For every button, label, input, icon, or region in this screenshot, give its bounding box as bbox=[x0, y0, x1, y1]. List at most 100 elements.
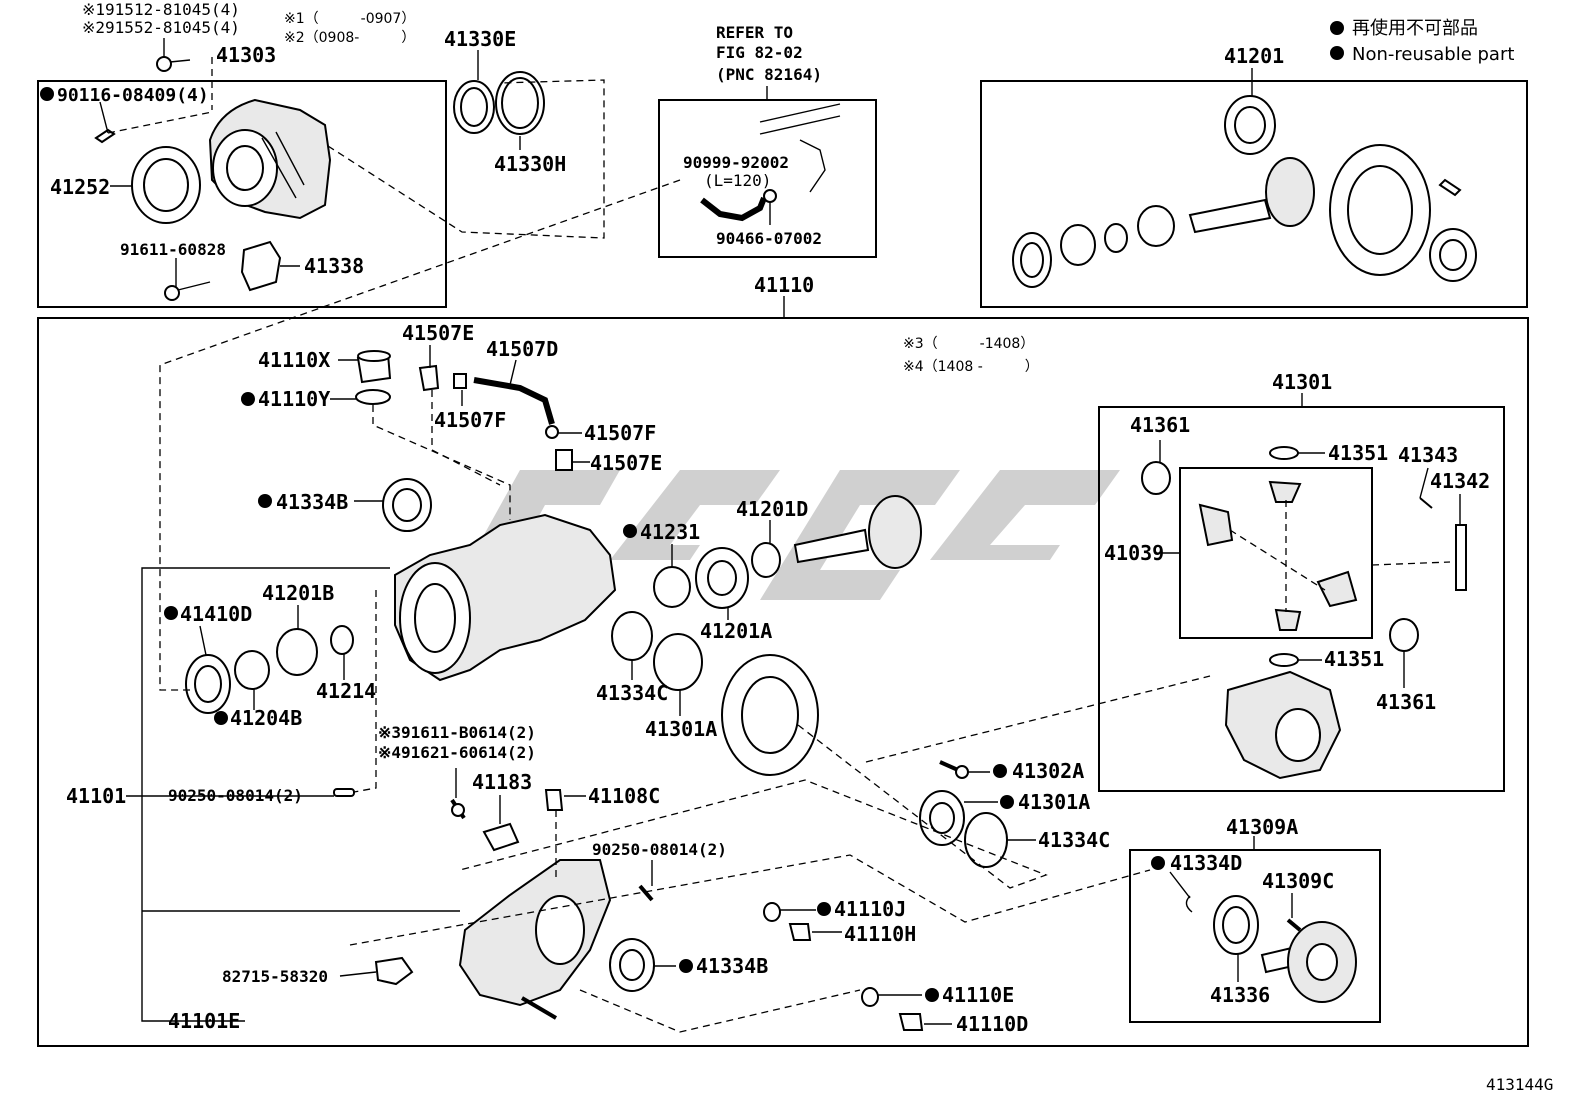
label-41231[interactable]: 41231 bbox=[640, 520, 700, 544]
label-41507F-a[interactable]: 41507F bbox=[434, 408, 506, 432]
legend-en: Non-reusable part bbox=[1352, 44, 1514, 65]
label-41309C[interactable]: 41309C bbox=[1262, 869, 1334, 893]
part-41410D-seal bbox=[185, 654, 231, 714]
label-41302A[interactable]: 41302A bbox=[1012, 759, 1084, 783]
part-41201D-spacer bbox=[751, 542, 781, 578]
label-41301A-b[interactable]: 41301A bbox=[1018, 790, 1090, 814]
label-41336[interactable]: 41336 bbox=[1210, 983, 1270, 1007]
part-41301A-bearing-b bbox=[919, 790, 965, 846]
part-41204B-nut bbox=[234, 650, 270, 690]
label-41507F-b[interactable]: 41507F bbox=[584, 421, 656, 445]
label-41334C-b[interactable]: 41334C bbox=[1038, 828, 1110, 852]
nonreusable-dots bbox=[40, 87, 1165, 1002]
label-41110[interactable]: 41110 bbox=[754, 273, 814, 297]
label-41108C[interactable]: 41108C bbox=[588, 784, 660, 808]
label-41334D[interactable]: 41334D bbox=[1170, 851, 1242, 875]
note-n1: ※1（ -0907） bbox=[284, 11, 415, 27]
refer-line2: FIG 82-02 bbox=[716, 43, 803, 62]
label-41201[interactable]: 41201 bbox=[1224, 44, 1284, 68]
part-41338-bracket bbox=[240, 240, 282, 292]
part-41201B-bearing bbox=[276, 628, 318, 676]
label-41334C-a[interactable]: 41334C bbox=[596, 681, 668, 705]
label-41183[interactable]: 41183 bbox=[472, 770, 532, 794]
label-41334B-b[interactable]: 41334B bbox=[696, 954, 768, 978]
label-90999[interactable]: 90999-92002 bbox=[683, 153, 789, 172]
part-41303-cover bbox=[208, 98, 332, 220]
part-41309A-flange bbox=[1185, 895, 1357, 1003]
label-41351-b[interactable]: 41351 bbox=[1324, 647, 1384, 671]
label-91611[interactable]: 91611-60828 bbox=[120, 240, 226, 259]
label-82715[interactable]: 82715-58320 bbox=[222, 967, 328, 986]
label-41343[interactable]: 41343 bbox=[1398, 443, 1458, 467]
label-41410D[interactable]: 41410D bbox=[180, 602, 252, 626]
label-bolt3[interactable]: ※391611-B0614(2) bbox=[378, 723, 536, 742]
label-41334B-a[interactable]: 41334B bbox=[276, 490, 348, 514]
label-41330E[interactable]: 41330E bbox=[444, 27, 516, 51]
part-41108C-fitting bbox=[544, 789, 564, 811]
note-n2: ※2（0908- ） bbox=[284, 30, 415, 46]
part-41110H-plug bbox=[788, 923, 812, 941]
leader-lines bbox=[99, 38, 1461, 1025]
label-41110H[interactable]: 41110H bbox=[844, 922, 916, 946]
label-41507E-a[interactable]: 41507E bbox=[402, 321, 474, 345]
label-41110E[interactable]: 41110E bbox=[942, 983, 1014, 1007]
note-bolt2: ※291552-81045(4) bbox=[82, 18, 240, 37]
label-90466[interactable]: 90466-07002 bbox=[716, 229, 822, 248]
legend-dot-ja bbox=[1330, 21, 1344, 35]
part-long-bolt bbox=[520, 996, 558, 1020]
label-90250-b[interactable]: 90250-08014(2) bbox=[592, 840, 727, 859]
label-bolt4[interactable]: ※491621-60614(2) bbox=[378, 743, 536, 762]
label-90250-a[interactable]: 90250-08014(2) bbox=[168, 786, 303, 805]
part-90250-pin-b bbox=[638, 884, 654, 902]
part-41334B-seal-b bbox=[609, 938, 655, 992]
label-90116[interactable]: 90116-08409(4) bbox=[57, 85, 209, 106]
label-41204B[interactable]: 41204B bbox=[230, 706, 302, 730]
legend-ja: 再使用不可部品 bbox=[1352, 18, 1478, 39]
note-n4: ※4（1408 - ） bbox=[903, 359, 1039, 375]
part-41110X-plug bbox=[356, 350, 392, 384]
label-90999-length[interactable]: (L=120) bbox=[704, 171, 771, 190]
label-41110X[interactable]: 41110X bbox=[258, 348, 330, 372]
label-41110J[interactable]: 41110J bbox=[834, 897, 906, 921]
label-41101E[interactable]: 41101E bbox=[168, 1009, 240, 1033]
part-41231-spacer bbox=[653, 566, 691, 608]
label-41351-a[interactable]: 41351 bbox=[1328, 441, 1388, 465]
label-41214[interactable]: 41214 bbox=[316, 679, 376, 703]
label-41110Y[interactable]: 41110Y bbox=[258, 387, 330, 411]
label-41342[interactable]: 41342 bbox=[1430, 469, 1490, 493]
label-41361-a[interactable]: 41361 bbox=[1130, 413, 1190, 437]
diagram-id: 413144G bbox=[1486, 1075, 1553, 1094]
label-41110D[interactable]: 41110D bbox=[956, 1012, 1028, 1036]
label-41252[interactable]: 41252 bbox=[50, 175, 110, 199]
part-41507-breather bbox=[418, 364, 573, 471]
note-n3: ※3（ -1408） bbox=[903, 336, 1034, 352]
part-41101E-carrier bbox=[458, 859, 612, 1007]
part-41334C-seal-a bbox=[611, 611, 653, 661]
part-41201A-bearing bbox=[695, 547, 749, 609]
label-41201D[interactable]: 41201D bbox=[736, 497, 808, 521]
label-41039[interactable]: 41039 bbox=[1104, 541, 1164, 565]
label-41201B[interactable]: 41201B bbox=[262, 581, 334, 605]
box-41309A-group bbox=[1129, 849, 1381, 1023]
box-41201-group bbox=[980, 80, 1528, 308]
label-41309A[interactable]: 41309A bbox=[1226, 815, 1298, 839]
label-41101[interactable]: 41101 bbox=[66, 784, 126, 808]
label-41201A[interactable]: 41201A bbox=[700, 619, 772, 643]
part-bolt-3-4 bbox=[450, 798, 466, 820]
label-41507E-b[interactable]: 41507E bbox=[590, 451, 662, 475]
label-41507D[interactable]: 41507D bbox=[486, 337, 558, 361]
label-41303[interactable]: 41303 bbox=[216, 43, 276, 67]
label-41301A-a[interactable]: 41301A bbox=[645, 717, 717, 741]
legend-dot-en bbox=[1330, 46, 1344, 60]
label-41338[interactable]: 41338 bbox=[304, 254, 364, 278]
label-41301[interactable]: 41301 bbox=[1272, 370, 1332, 394]
part-breather-hose bbox=[700, 103, 841, 222]
label-41361-b[interactable]: 41361 bbox=[1376, 690, 1436, 714]
part-41110J-gasket bbox=[763, 902, 781, 922]
part-41301-differential bbox=[1141, 446, 1467, 780]
part-41330E-ring bbox=[453, 80, 495, 134]
part-drive-pinion bbox=[793, 495, 922, 569]
part-41201-assembly bbox=[1012, 95, 1477, 288]
label-41330H[interactable]: 41330H bbox=[494, 152, 566, 176]
